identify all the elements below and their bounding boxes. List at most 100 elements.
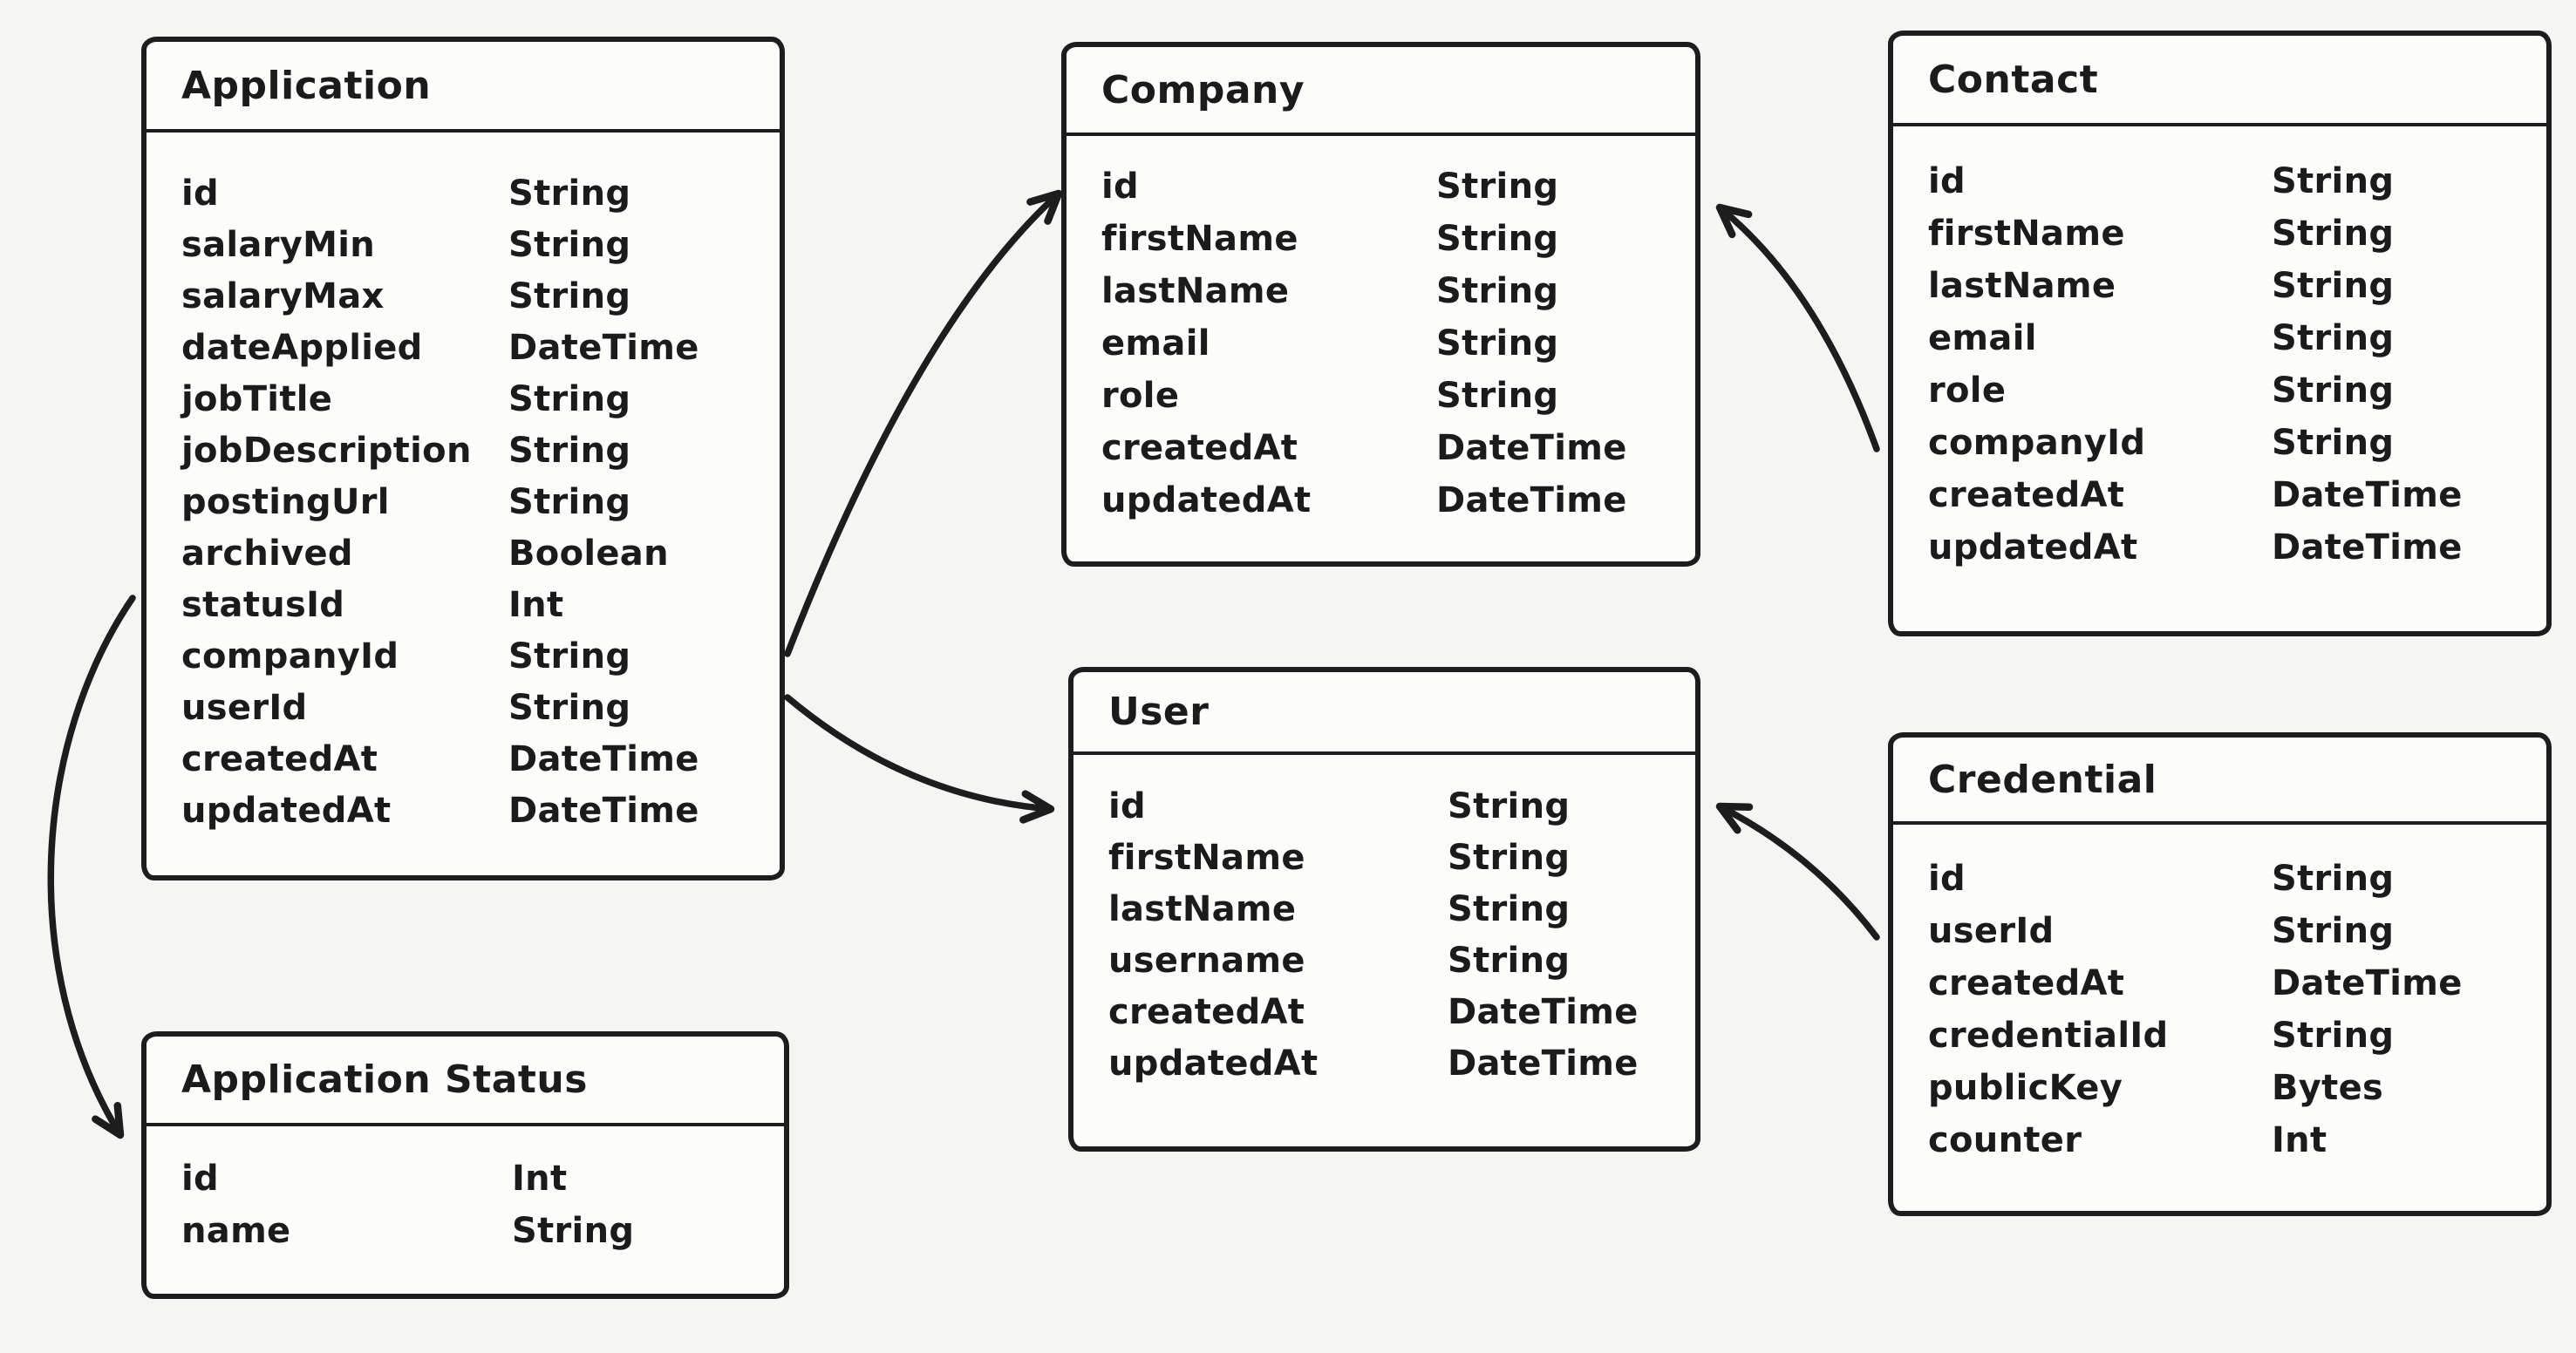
field-type: String — [508, 636, 631, 676]
field-name: salaryMax — [181, 276, 385, 316]
arrow-contact-companyid-to-company[interactable] — [1716, 204, 1880, 452]
arrowhead-icon — [1019, 790, 1055, 824]
arrowhead-icon — [1026, 189, 1063, 225]
arrow-application-userid-to-user[interactable] — [784, 694, 1054, 812]
field-name: dateApplied — [181, 328, 423, 368]
field-row: lastName String — [1073, 885, 1695, 934]
field-type: String — [1436, 376, 1559, 416]
field-row: updatedAt DateTime — [1067, 476, 1695, 525]
field-type: DateTime — [1448, 992, 1639, 1032]
field-name: role — [1928, 371, 2007, 411]
field-row: dateApplied DateTime — [147, 323, 780, 372]
field-type: String — [1448, 889, 1571, 929]
arrow-application-statusid-to-application-status[interactable] — [47, 595, 136, 1139]
entity-header-divider — [1891, 123, 2548, 126]
field-type: DateTime — [1436, 480, 1627, 520]
field-row: jobTitle String — [147, 375, 780, 424]
field-name: companyId — [1928, 423, 2146, 463]
field-name: id — [1928, 859, 1966, 899]
field-type: String — [2272, 266, 2395, 306]
field-type: Boolean — [508, 534, 669, 574]
field-type: String — [508, 482, 631, 522]
field-name: id — [1108, 786, 1146, 826]
field-type: Int — [2272, 1120, 2327, 1160]
field-name: lastName — [1108, 889, 1297, 929]
field-type: String — [512, 1211, 635, 1251]
field-name: userId — [181, 688, 308, 728]
entity-header-divider — [145, 129, 781, 133]
field-row: postingUrl String — [147, 478, 780, 527]
field-type: DateTime — [508, 791, 699, 831]
entity-header-divider — [145, 1123, 786, 1126]
field-name: createdAt — [1928, 963, 2125, 1003]
field-type: String — [2272, 1016, 2395, 1056]
entity-header-divider — [1072, 751, 1697, 755]
field-name: updatedAt — [1108, 1044, 1319, 1084]
field-name: username — [1108, 941, 1305, 981]
field-type: String — [508, 379, 631, 419]
field-type: String — [2272, 161, 2395, 201]
field-type: String — [2272, 911, 2395, 951]
field-name: updatedAt — [1928, 527, 2138, 568]
entity-title: Application Status — [181, 1057, 588, 1102]
field-type: String — [508, 225, 631, 265]
field-name: updatedAt — [1101, 480, 1312, 520]
field-type: String — [1448, 838, 1571, 878]
arrowhead-icon — [1715, 802, 1754, 834]
field-name: updatedAt — [181, 791, 392, 831]
arrow-credential-userid-to-user[interactable] — [1716, 803, 1880, 941]
field-type: String — [1448, 941, 1571, 981]
field-name: companyId — [181, 636, 399, 676]
field-type: DateTime — [508, 328, 699, 368]
field-name: firstName — [1101, 219, 1298, 259]
field-name: lastName — [1101, 271, 1290, 311]
field-name: id — [181, 173, 219, 214]
field-row: username String — [1073, 936, 1695, 985]
field-name: email — [1928, 318, 2037, 358]
field-name: postingUrl — [181, 482, 390, 522]
field-name: firstName — [1108, 838, 1305, 878]
field-row: id String — [1893, 157, 2546, 206]
field-name: jobTitle — [181, 379, 333, 419]
arrow-application-companyid-to-company[interactable] — [784, 190, 1062, 657]
field-row: firstName String — [1073, 833, 1695, 882]
field-type: String — [508, 431, 631, 471]
entity-title: Credential — [1928, 757, 2157, 802]
entity-title: Application — [181, 63, 432, 108]
field-type: String — [2272, 318, 2395, 358]
field-name: id — [1928, 161, 1966, 201]
entity-header-divider — [1891, 821, 2548, 825]
field-name: id — [181, 1159, 219, 1199]
field-name: createdAt — [181, 739, 378, 779]
